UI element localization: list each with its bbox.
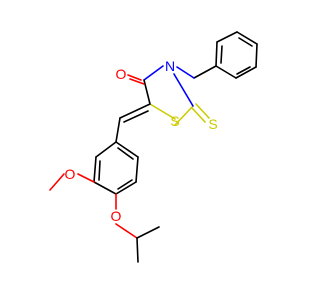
- benzyl-ch2-bond-1: [193, 65, 217, 79]
- benzyl-phenyl-ring: [215, 31, 258, 79]
- benzyl-ch2-bond-2: [176, 66, 195, 79]
- isopropoxy-bond-2: [115, 223, 138, 239]
- vinyl-aryl-bond: [115, 117, 121, 143]
- molecule-diagram: O N S S O O: [49, 31, 258, 263]
- structure-canvas: O N S S O O: [49, 31, 258, 263]
- methoxy-oxygen-label: O: [65, 166, 76, 182]
- carbonyl-oxygen-label: O: [116, 66, 127, 82]
- thione-bond: [191, 103, 210, 123]
- thione-sulfur-label: S: [208, 116, 217, 132]
- carbonyl-bond: [127, 74, 145, 85]
- aryl-ring: [93, 141, 139, 195]
- methoxy-bond-2: [49, 173, 65, 191]
- benzylidene-double-bond: [119, 103, 151, 123]
- ring-sulfur-label: S: [170, 113, 179, 129]
- methoxy-bond-1: [77, 173, 95, 183]
- isopropoxy-oxygen-label: O: [111, 208, 122, 224]
- thiazolidinone-ring: [143, 65, 194, 126]
- isopropyl-methyl-bond-2: [136, 226, 160, 239]
- nitrogen-label: N: [165, 58, 175, 74]
- isopropyl-methyl-bond-1: [136, 237, 139, 263]
